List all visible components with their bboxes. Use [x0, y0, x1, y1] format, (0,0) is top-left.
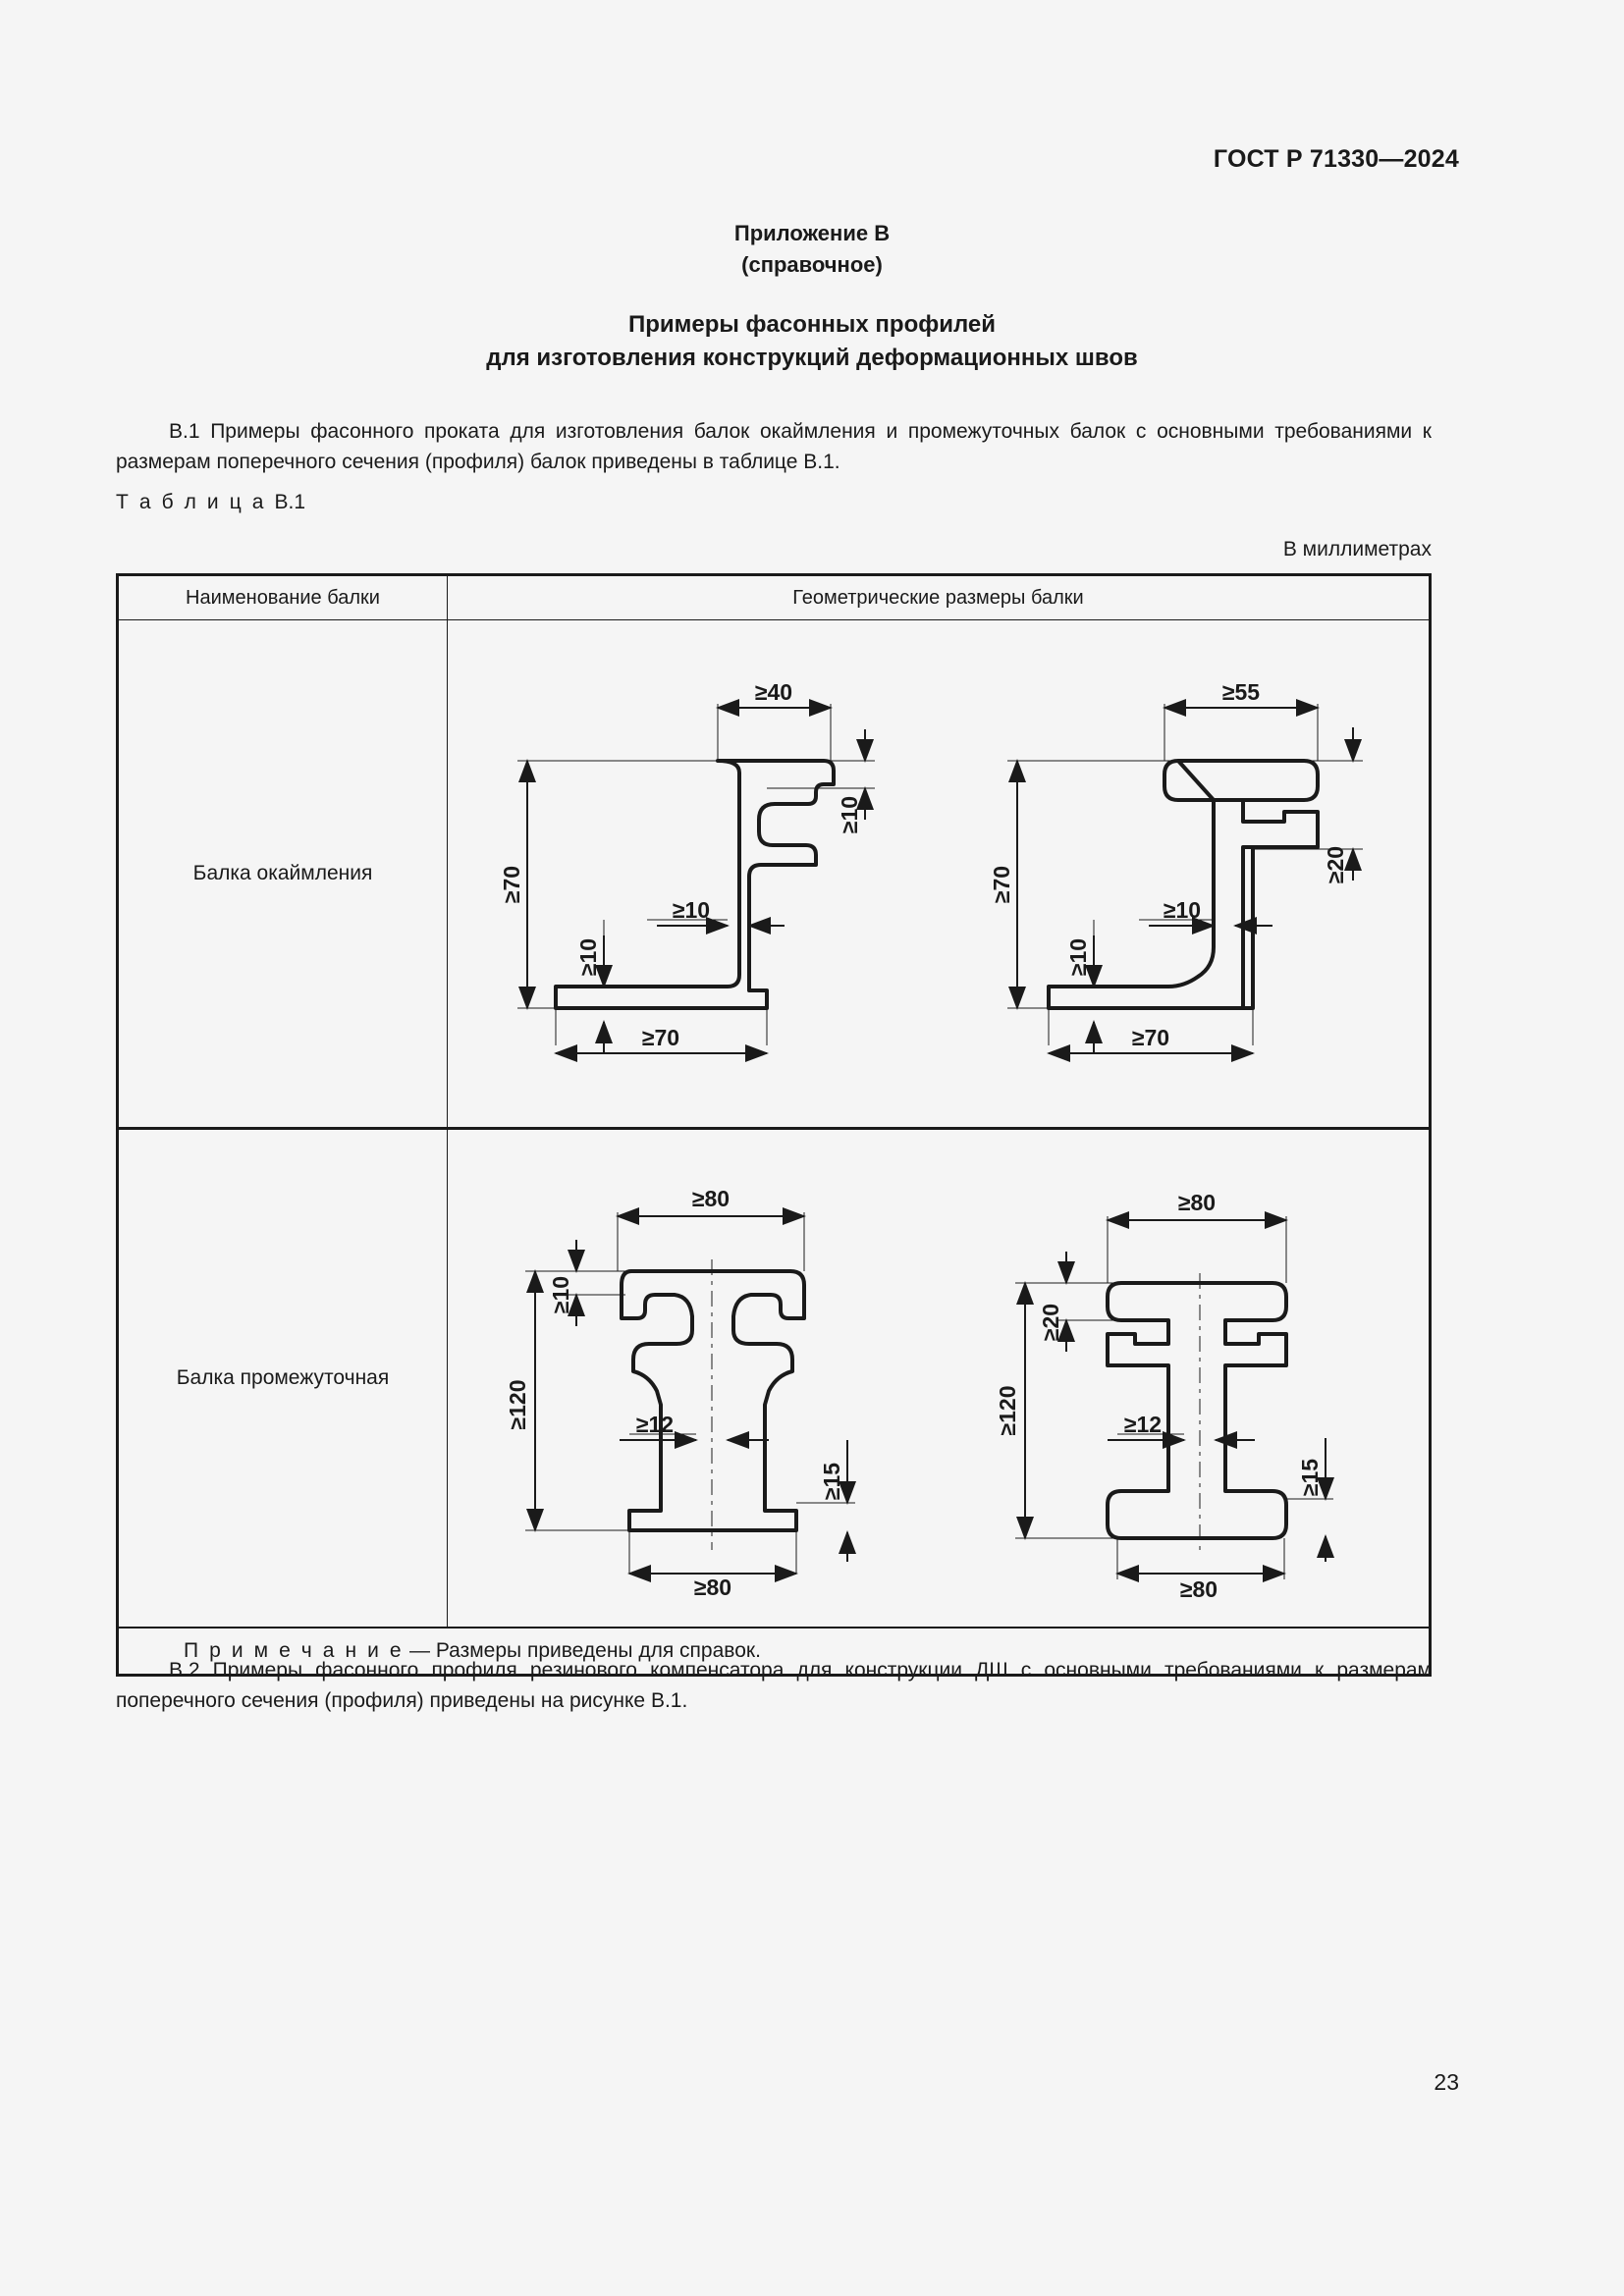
dim-label-flange-height: ≥20 [1323, 846, 1348, 883]
table-caption: Т а б л и ц а В.1 [116, 491, 305, 514]
page-number: 23 [1434, 2069, 1459, 2095]
dim-label-bottom-width: ≥80 [1180, 1576, 1218, 1599]
appendix-title-line-2: для изготовления конструкций деформацион… [486, 345, 1138, 371]
beam-figures-intermediate: ≥80 ≥120 ≥10 ≥12 ≥15 ≥80 [447, 1127, 1432, 1629]
dim-label-web-thickness: ≥10 [673, 897, 710, 923]
paragraph-b1-text: В.1 Примеры фасонного проката для изгото… [116, 420, 1432, 473]
dim-label-flange-height: ≥20 [1038, 1304, 1063, 1341]
figure-edge-beam-flat-profile: ≥55 ≥70 ≥20 ≥10 ≥10 ≥70 [989, 679, 1364, 1062]
table-row: Балка окаймления [116, 619, 1432, 1129]
dim-label-bottom-width: ≥80 [694, 1575, 731, 1599]
dim-label-height: ≥120 [505, 1380, 530, 1430]
dim-label-bottom-width: ≥70 [1132, 1025, 1169, 1050]
appendix-title: Примеры фасонных профилей для изготовлен… [0, 308, 1624, 375]
dim-label-bottom-thickness: ≥15 [1297, 1459, 1323, 1496]
dim-label-flange-thickness: ≥10 [837, 796, 862, 833]
table-caption-label: Т а б л и ц а [116, 491, 267, 513]
table-units-note: В миллиметрах [1282, 538, 1432, 561]
beam-dimensions-table: Наименование балки Геометрические размер… [116, 573, 1432, 1677]
note-dash: — [409, 1639, 431, 1662]
figure-intermediate-beam-flat-profile: ≥80 ≥120 ≥20 ≥12 ≥15 ≥80 [995, 1190, 1335, 1599]
standard-header: ГОСТ Р 71330—2024 [1213, 145, 1459, 173]
table-header-row: Наименование балки Геометрические размер… [116, 573, 1432, 620]
table-row: Балка промежуточная [116, 1127, 1432, 1629]
appendix-heading: Приложение В (справочное) [0, 218, 1624, 281]
paragraph-b1: В.1 Примеры фасонного проката для изгото… [116, 416, 1432, 477]
dim-label-web-thickness: ≥12 [1124, 1412, 1162, 1437]
dim-label-top-width: ≥80 [1178, 1190, 1216, 1215]
dim-label-bottom-thickness: ≥10 [1065, 938, 1091, 976]
table-note-row: П р и м е ч а н и е — Размеры приведены … [116, 1627, 1432, 1677]
dim-label-web-thickness: ≥10 [1164, 897, 1201, 923]
dim-label-height: ≥70 [499, 866, 524, 903]
column-header-name: Наименование балки [116, 573, 448, 620]
column-header-dimensions: Геометрические размеры балки [447, 573, 1432, 620]
beam-name-intermediate: Балка промежуточная [116, 1127, 448, 1629]
dim-label-top-width: ≥80 [692, 1186, 730, 1211]
dim-label-flange-thickness: ≥10 [548, 1276, 573, 1313]
dim-label-height: ≥120 [995, 1386, 1020, 1436]
dim-label-height: ≥70 [989, 866, 1014, 903]
paragraph-b2-text: В.2 Примеры фасонного профиля резинового… [116, 1659, 1432, 1712]
note-text: Размеры приведены для справок. [435, 1639, 761, 1662]
note-label: П р и м е ч а н и е [184, 1639, 405, 1662]
paragraph-b2: В.2 Примеры фасонного профиля резинового… [116, 1655, 1432, 1716]
dim-label-top-width: ≥55 [1222, 679, 1260, 705]
appendix-label: Приложение В [733, 221, 891, 245]
figure-intermediate-beam-hook-profile: ≥80 ≥120 ≥10 ≥12 ≥15 ≥80 [505, 1186, 856, 1599]
dim-label-bottom-thickness: ≥10 [575, 938, 601, 976]
dim-label-top-width: ≥40 [755, 679, 792, 705]
dim-label-bottom-width: ≥70 [642, 1025, 679, 1050]
table-note-cell: П р и м е ч а н и е — Размеры приведены … [116, 1627, 1432, 1677]
figure-edge-beam-hook-profile: ≥40 ≥70 ≥10 ≥10 ≥10 ≥70 [499, 679, 875, 1062]
appendix-title-line-1: Примеры фасонных профилей [627, 311, 997, 338]
beam-figures-edge: ≥40 ≥70 ≥10 ≥10 ≥10 ≥70 [447, 619, 1432, 1129]
beam-name-edge: Балка окаймления [116, 619, 448, 1129]
table-caption-number: В.1 [274, 491, 306, 513]
appendix-kind: (справочное) [741, 252, 883, 277]
dim-label-bottom-thickness: ≥15 [819, 1463, 844, 1500]
dim-label-web-thickness: ≥12 [636, 1412, 674, 1437]
